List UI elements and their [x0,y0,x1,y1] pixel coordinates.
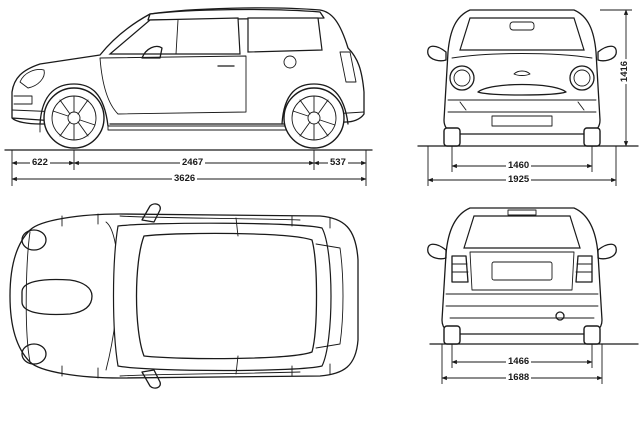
front-view [417,9,639,186]
dim-front-overhang: 622 [30,157,50,168]
dim-body-width: 1688 [506,372,532,383]
dim-rear-track: 1466 [506,356,532,367]
dim-rear-overhang: 537 [328,157,348,168]
dim-height: 1416 [619,58,631,85]
rear-view [427,207,639,384]
dim-overall-width: 1925 [506,174,532,185]
side-view [4,7,373,186]
dim-overall-length: 3626 [172,173,198,184]
top-view [9,203,359,389]
dim-front-track: 1460 [506,160,532,171]
dim-wheelbase: 2467 [180,157,206,168]
